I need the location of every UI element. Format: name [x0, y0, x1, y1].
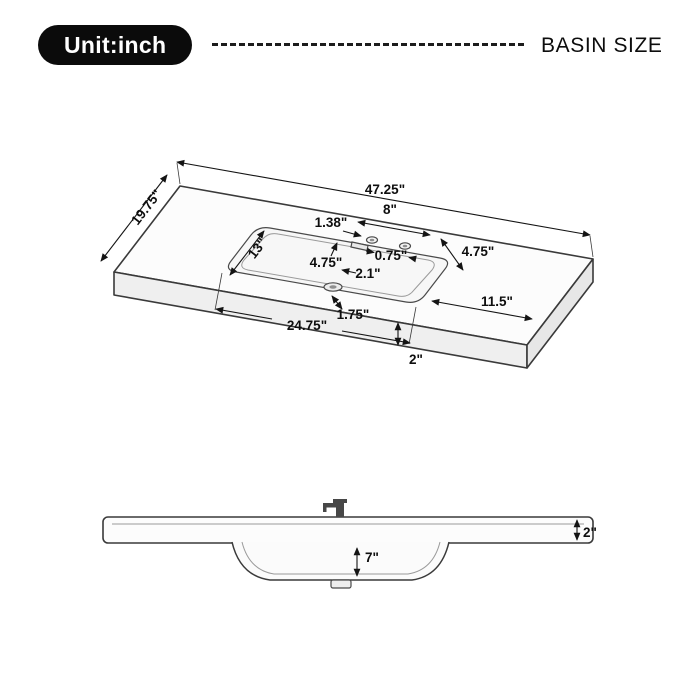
side-counter-slab — [102, 516, 594, 544]
dim-line-drain-offset — [331, 295, 343, 310]
dim-basin-width-label: 24.75" — [287, 318, 327, 333]
dim-line-basin-width-left — [215, 306, 273, 320]
dim-deck-front-left-label: 4.75" — [310, 255, 343, 270]
faucet-hole-right-center — [402, 244, 408, 248]
leader-deck-front-left — [330, 242, 338, 257]
page-title: BASIN SIZE — [541, 34, 663, 57]
faucet-hole-left-center — [369, 238, 375, 242]
side-basin-bowl-inner — [241, 541, 441, 575]
dim-overall-width-label: 47.25" — [365, 182, 405, 197]
witness-line — [176, 162, 181, 185]
unit-badge: Unit:inch — [38, 25, 193, 65]
faucet-body — [336, 501, 344, 517]
unit-badge-label: Unit:inch — [64, 31, 167, 58]
top-view-diagram — [113, 185, 594, 369]
dim-line-faucet-spread — [357, 219, 431, 238]
dim-edge-thickness-label: 2" — [409, 352, 423, 367]
dim-line-deck-right — [440, 238, 464, 271]
dashed-divider — [212, 43, 524, 46]
basin-bowl-outline — [241, 233, 435, 297]
dim-faucet-back-offset-label: 1.38" — [315, 215, 348, 230]
top-view-dimensions: 47.25" 19.75" 8" 1.38" 4.75" 0.75" 2.1" … — [100, 159, 594, 367]
dim-faucet-spread-label: 8" — [383, 202, 397, 217]
dim-basin-depth-label: 7" — [365, 550, 379, 565]
dim-counter-thickness-label: 2" — [583, 525, 597, 540]
dim-line-right-counter — [431, 298, 533, 322]
witness-line — [214, 272, 223, 311]
dim-line-overall-depth — [100, 174, 168, 262]
dim-right-counter-label: 11.5" — [481, 294, 513, 309]
dim-deck-right-label: 4.75" — [462, 244, 495, 259]
side-view-dimensions: 7" 2" — [353, 519, 597, 577]
leader-faucet-back-offset — [342, 230, 362, 238]
side-drain-stub — [330, 579, 352, 589]
faucet-top — [333, 499, 347, 503]
witness-line — [589, 235, 594, 258]
leader-slot-right — [408, 255, 417, 263]
leader-slot-left — [365, 247, 375, 255]
dim-line-overall-width — [176, 159, 591, 238]
side-view-diagram — [102, 499, 594, 589]
dim-line-basin-length — [229, 230, 265, 276]
side-faucet — [323, 499, 347, 517]
drain-hole-center — [329, 285, 337, 289]
witness-line — [408, 306, 417, 345]
faucet-spout-tip — [323, 507, 327, 512]
dim-slot-width-label: 0.75" — [375, 248, 408, 263]
faucet-spout — [323, 503, 339, 508]
dim-hole-gap-label: 2.1" — [355, 266, 380, 281]
countertop-right-face — [526, 258, 594, 369]
leader-hole-gap — [341, 268, 357, 275]
dim-drain-offset-label: 1.75" — [337, 307, 370, 322]
